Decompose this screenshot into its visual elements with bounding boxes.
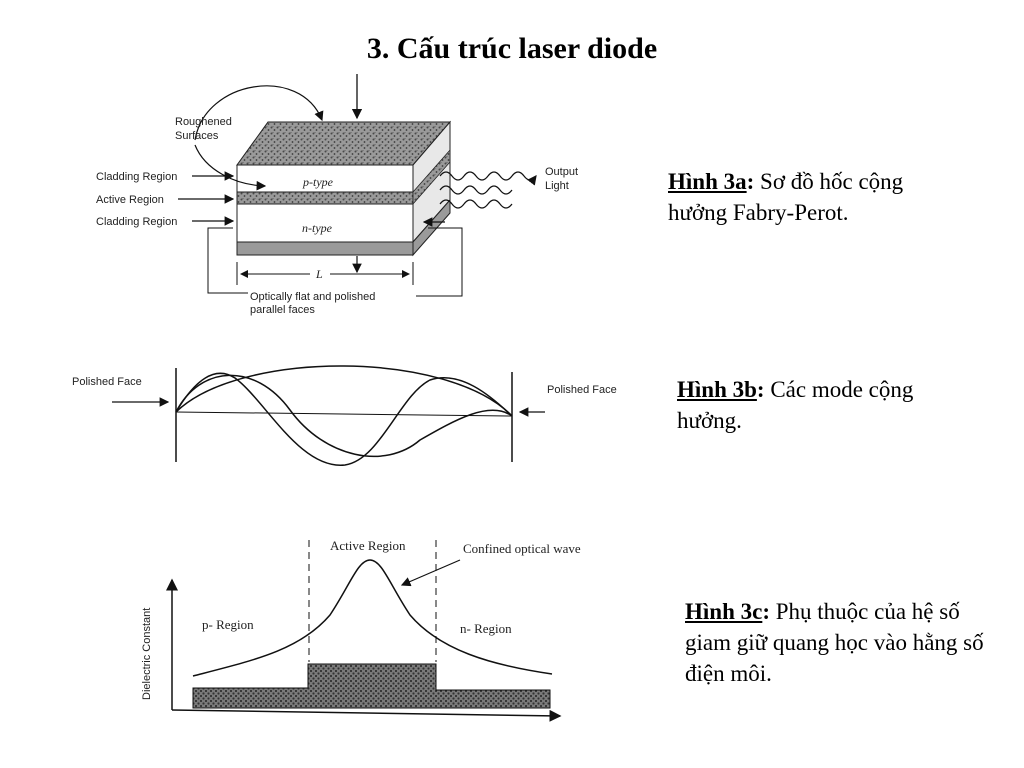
mode-3-curve [175,372,513,466]
label-y-axis: Dielectric Constant [141,608,153,700]
dielectric-profile [192,663,551,709]
label-optically-flat-2: parallel faces [250,304,315,316]
caption-label: Hình 3a [668,169,747,194]
label-n-region: n- Region [460,621,512,636]
label-confined-wave: Confined optical wave [463,541,581,556]
label-cladding-top: Cladding Region [96,171,177,183]
label-roughened-2: Surfaces [175,130,219,142]
label-p-type: p-type [302,175,334,189]
label-active-region: Active Region [96,194,164,206]
caption-text: Các mode cộng hưởng. [677,377,914,433]
label-length: L [315,267,323,281]
label-n-type: n-type [302,221,333,235]
label-cladding-bottom: Cladding Region [96,216,177,228]
caption-text: Sơ đồ hốc cộng hưởng Fabry-Perot. [668,169,904,225]
label-output-2: Light [545,180,569,192]
caption-figure-3b: Hình 3b: Các mode cộng hưởng. [677,377,914,433]
caption-label: Hình 3b [677,377,757,402]
mode-2-curve [175,374,513,458]
slide-title: 3. Cấu trúc laser diode [366,32,658,65]
caption-label: Hình 3c [685,599,763,624]
label-roughened-1: Roughened [175,116,232,128]
label-active-region: Active Region [330,538,406,553]
label-output-1: Output [545,166,578,178]
caption-figure-3c: Hình 3c: Phụ thuộc của hệ số giam giữ qu… [685,599,984,686]
label-polished-face-left: Polished Face [72,376,142,388]
confined-wave-curve [192,559,553,677]
mode-1-curve [175,365,513,417]
label-polished-face-right: Polished Face [547,384,617,396]
caption-text: Phụ thuộc của hệ số giam giữ quang học v… [685,599,984,686]
n-type-layer [236,203,414,243]
caption-figure-3a: Hình 3a: Sơ đồ hốc cộng hưởng Fabry-Pero… [668,169,904,225]
label-p-region: p- Region [202,617,254,632]
p-type-layer [236,164,414,193]
label-optically-flat-1: Optically flat and polished [250,291,375,303]
